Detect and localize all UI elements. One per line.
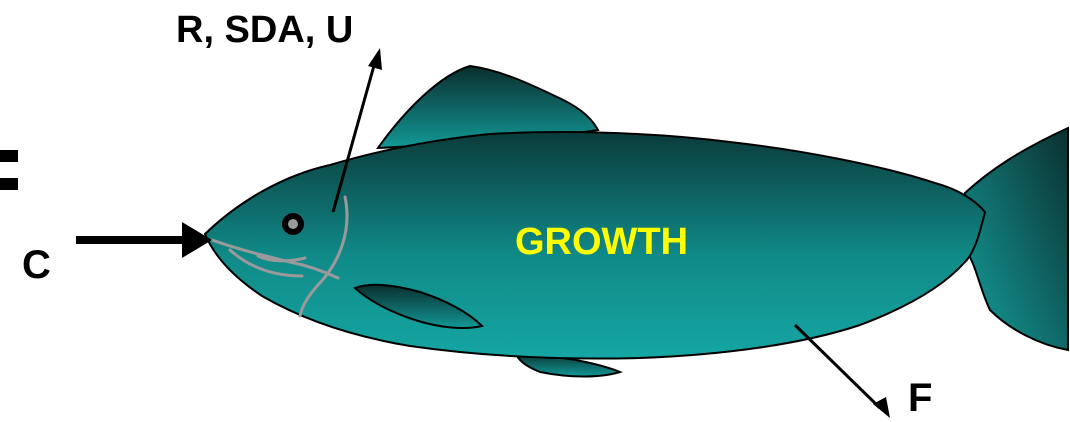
arrow-consumption-head: [182, 222, 212, 258]
arrow-feces-head: [873, 397, 890, 418]
label-consumption: C: [22, 243, 51, 287]
label-feces: F: [908, 376, 932, 420]
label-losses-top: R, SDA, U: [176, 9, 353, 51]
edge-bar-bottom: [0, 178, 18, 190]
edge-bar-top: [0, 150, 18, 162]
arrow-feces: [795, 325, 880, 408]
label-growth: GROWTH: [515, 221, 688, 263]
tail-fin: [965, 128, 1068, 350]
eye-pupil: [288, 219, 298, 229]
arrow-losses-top-head: [368, 48, 382, 70]
